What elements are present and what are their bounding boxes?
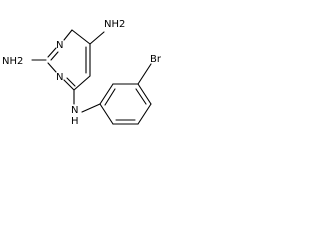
- bond-ar-1-double: [104, 88, 116, 106]
- bond-ar-3-double: [135, 88, 147, 105]
- bond-c2-n1: [47, 62, 57, 73]
- molecule-drawing: NH2 NH2 N N N H Br: [2, 19, 162, 127]
- bond-c4-nh2: [89, 31, 105, 45]
- bond-n3-c2-double: [50, 51, 59, 61]
- label-n-linker: N: [71, 105, 78, 116]
- bond-n1-c6-double: [66, 77, 76, 87]
- bond-c5b-c4: [71, 29, 91, 45]
- bond-nh-phenyl: [81, 103, 101, 113]
- bond-ar-6: [99, 103, 114, 125]
- label-br: Br: [150, 54, 162, 65]
- label-nh2-left: NH2: [2, 56, 23, 67]
- label-n-ring-upper: N: [56, 40, 63, 51]
- bond-ar-br: [137, 63, 152, 85]
- bond-n1-c6: [63, 79, 75, 91]
- label-nh2-top: NH2: [104, 19, 125, 30]
- label-h-linker: H: [71, 116, 79, 127]
- bond-ar-3: [137, 83, 152, 105]
- bond-ar-4: [137, 103, 152, 125]
- structure-diagram: NH2 NH2 N N N H Br: [0, 0, 176, 144]
- bond-c4-n3: [63, 29, 73, 41]
- label-n-ring-lower: N: [56, 72, 63, 83]
- bond-ar-1: [99, 83, 114, 105]
- bond-n3-c2: [47, 47, 57, 58]
- bond-c6-c5: [73, 75, 91, 91]
